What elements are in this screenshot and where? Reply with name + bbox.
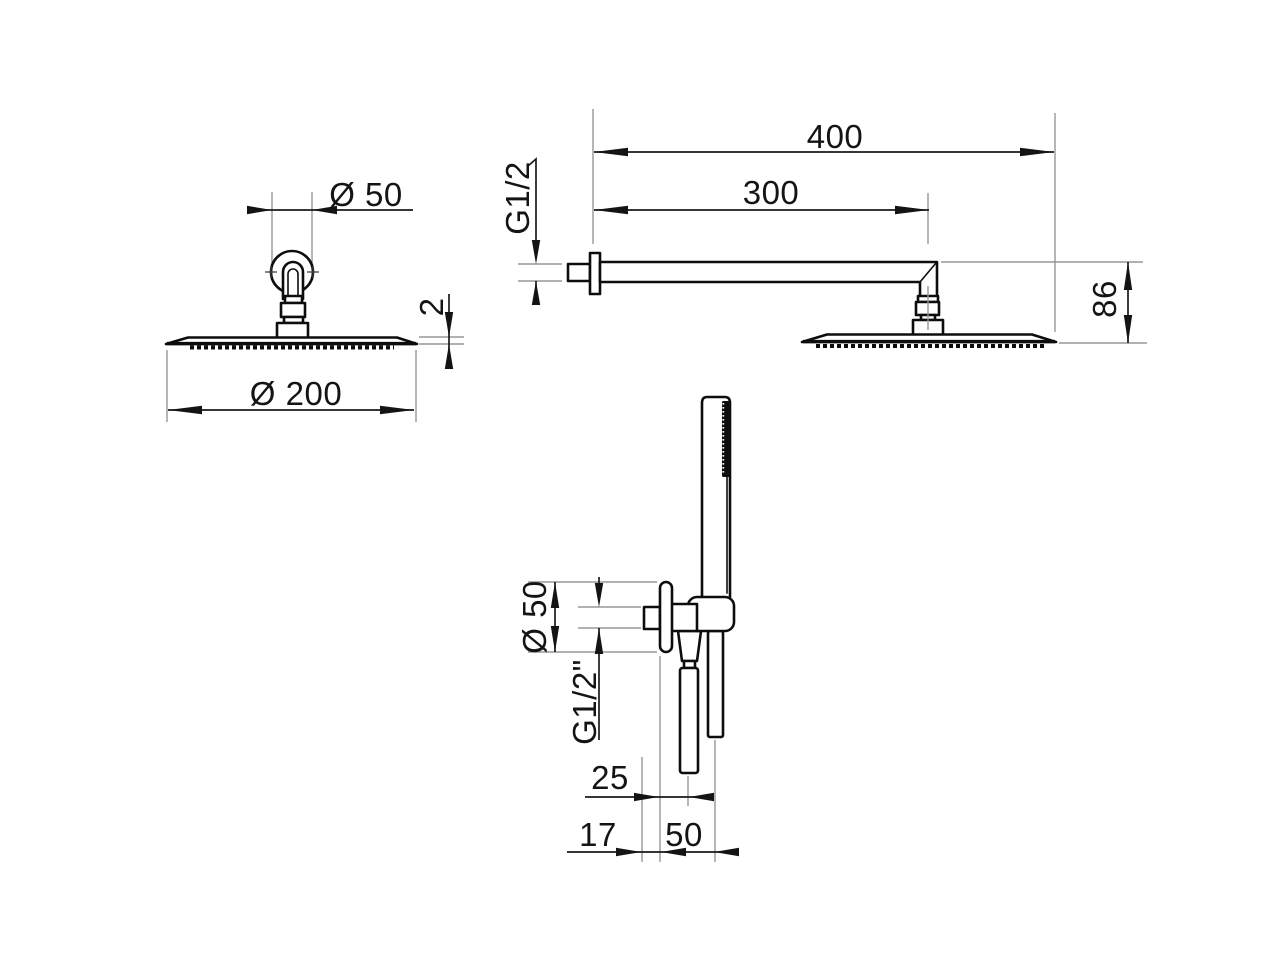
overhead-shower-front-view: Ø 50 2 Ø 200: [164, 176, 464, 422]
dimension-thread-size: G1/2: [499, 157, 541, 305]
dim-label-thread-size: G1/2: [499, 161, 536, 235]
center-marks: [265, 266, 319, 278]
dim-label-thread-length: 17: [579, 816, 617, 853]
dimension-head-diameter: Ø 200: [168, 375, 414, 415]
shower-hose: [678, 666, 700, 775]
dim-label-connector-diameter: Ø 50: [329, 176, 403, 213]
ceiling-mount-connector: [265, 249, 319, 340]
holder-body: [669, 602, 699, 633]
shower-head-disc: [164, 336, 419, 350]
hose-nut-cone: [676, 629, 703, 663]
dim-label-arm-length: 300: [743, 174, 800, 211]
u-bend-outer: [281, 260, 305, 301]
dim-label-head-diameter: Ø 200: [250, 375, 342, 412]
wall-thread-stub: [642, 605, 662, 631]
extension-lines: [166, 192, 464, 422]
u-bend-inner: [287, 268, 299, 300]
arm-tube: [598, 260, 939, 299]
dimension-thread-length-and-handle-offset: 17 50: [567, 816, 739, 857]
wall-escutcheon: [588, 251, 602, 296]
hand-shower-holder-view: Ø 50 G1/2" 25 17 50: [516, 395, 739, 862]
extension-lines: [518, 109, 1147, 344]
wall-shower-arm: [566, 251, 945, 337]
dimension-thread-size: G1/2": [566, 577, 604, 745]
dimension-connector-diameter: Ø 50: [247, 176, 413, 215]
dimension-plate-thickness: 2: [413, 294, 454, 369]
dimension-head-drop: 86: [1086, 262, 1133, 343]
shower-arm-side-view: 400 300 G1/2 86: [499, 109, 1147, 348]
wall-thread-stub: [566, 262, 592, 283]
elbow-chamfer: [919, 262, 937, 283]
dim-label-plate-thickness: 2: [413, 298, 450, 317]
grip-texture: [722, 401, 731, 477]
dimension-overall-length: 400: [594, 118, 1054, 157]
dim-label-head-drop: 86: [1086, 280, 1123, 318]
hand-shower-assembly: [642, 395, 736, 775]
dim-label-thread-size: G1/2": [566, 659, 603, 745]
handle-inlet-nipple: [706, 629, 725, 739]
extension-lines: [528, 581, 716, 862]
shower-head-disc-side: [800, 333, 1058, 348]
dimension-arm-length: 300: [594, 174, 929, 215]
dim-label-handle-offset: 50: [665, 816, 703, 853]
dim-label-hose-offset: 25: [591, 759, 629, 796]
dim-label-overall-length: 400: [807, 118, 864, 155]
dimension-hose-offset: 25: [585, 759, 714, 802]
dim-label-plate-diameter: Ø 50: [516, 580, 553, 654]
wall-plate: [658, 580, 674, 654]
dimension-plate-diameter: Ø 50: [516, 580, 560, 654]
